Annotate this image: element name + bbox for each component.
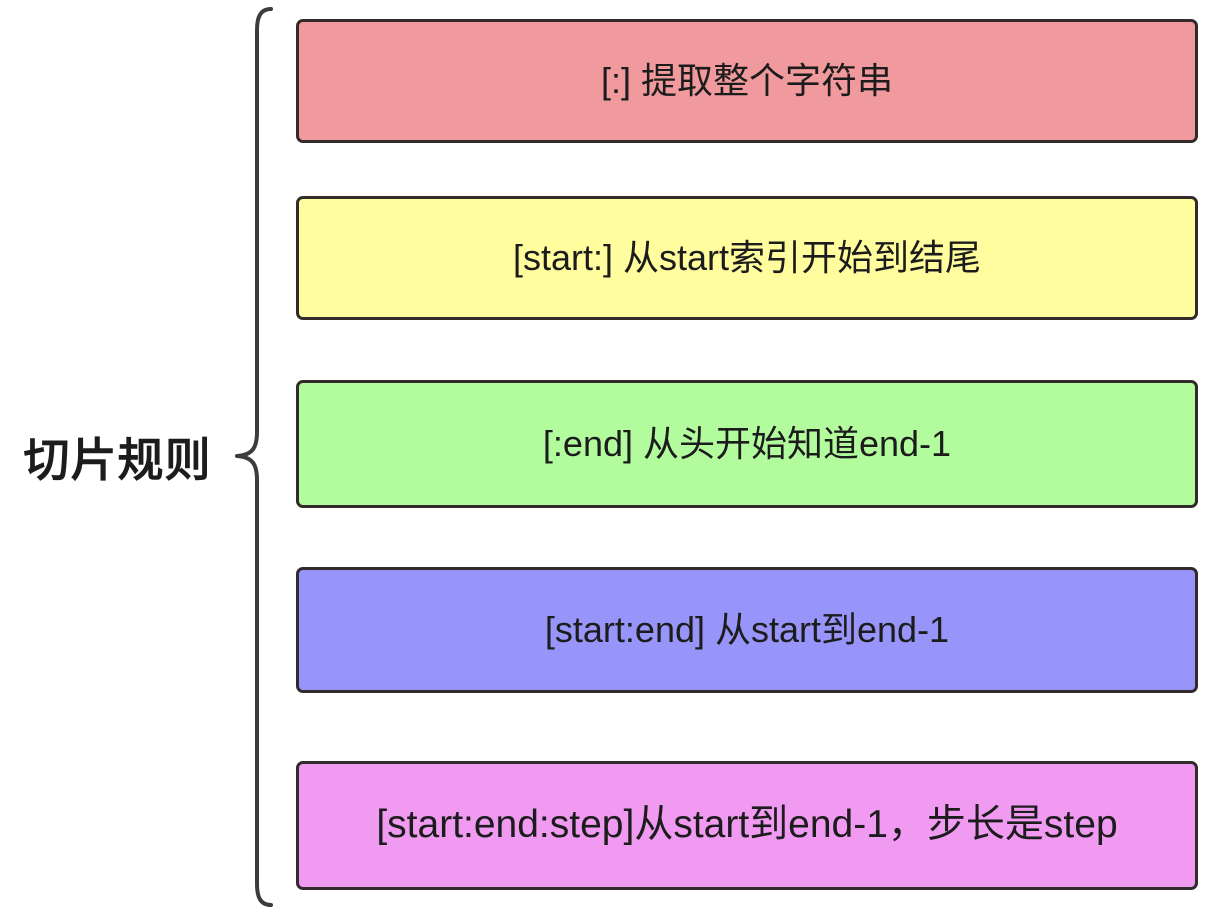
rule-box-slice-start-end[interactable]: [start:end] 从start到end-1 — [296, 567, 1198, 693]
rule-box-label: [:end] 从头开始知道end-1 — [542, 423, 952, 465]
root-label: 切片规则 — [23, 434, 212, 486]
rule-box-label: [start:] 从start索引开始到结尾 — [512, 237, 982, 279]
rule-box-label: [:] 提取整个字符串 — [600, 60, 893, 102]
rule-box-slice-start-end-step[interactable]: [start:end:step]从start到end-1，步长是step — [296, 761, 1198, 890]
rule-list: [:] 提取整个字符串 [start:] 从start索引开始到结尾 [:end… — [296, 19, 1198, 899]
rule-box-label: [start:end:step]从start到end-1，步长是step — [376, 803, 1118, 847]
curly-brace-icon — [235, 7, 273, 907]
rule-box-slice-all[interactable]: [:] 提取整个字符串 — [296, 19, 1198, 143]
rule-box-slice-end[interactable]: [:end] 从头开始知道end-1 — [296, 380, 1198, 508]
rule-box-slice-start[interactable]: [start:] 从start索引开始到结尾 — [296, 196, 1198, 320]
rule-box-label: [start:end] 从start到end-1 — [544, 609, 950, 651]
